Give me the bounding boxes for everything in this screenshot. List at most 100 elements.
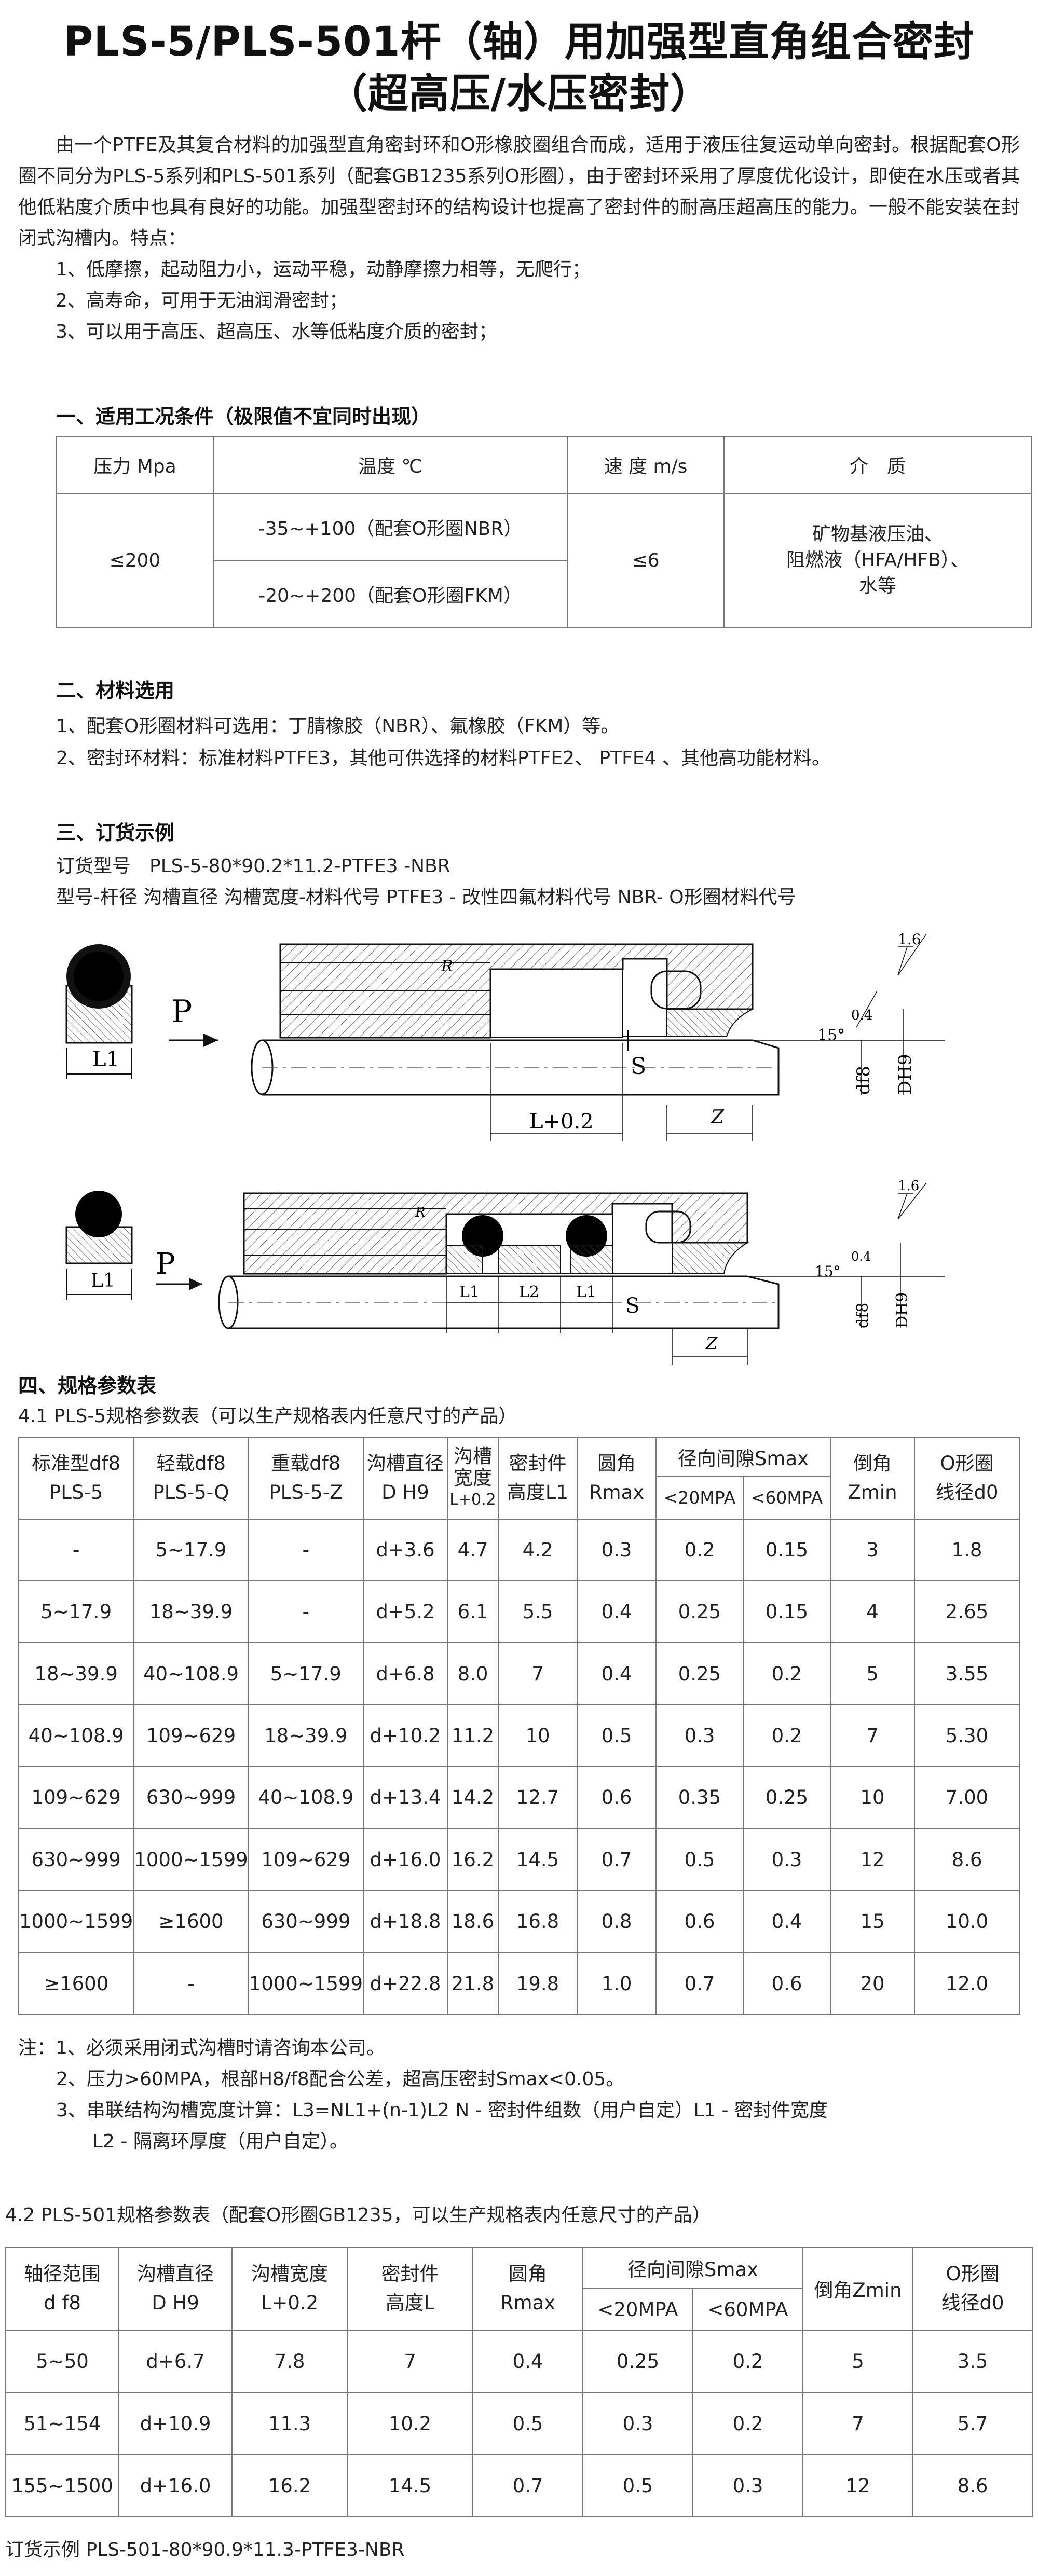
table2-caption: 4.2 PLS-501规格参数表（配套O形圈GB1235，可以生产规格表内任意尺… bbox=[5, 2205, 711, 2226]
label-rough-1: 1.6 bbox=[898, 931, 921, 948]
table-header: 倒角Zmin bbox=[802, 2247, 913, 2331]
label-l1: L1 bbox=[91, 1270, 115, 1291]
label-dh9: DH9 bbox=[895, 1054, 916, 1095]
table-cell: d+10.9 bbox=[118, 2392, 233, 2455]
table-cell: d+3.6 bbox=[362, 1518, 448, 1581]
table-cell: 12 bbox=[802, 2454, 913, 2517]
table-cell: ≥1600 bbox=[18, 1952, 134, 2016]
table-cell: 0.25 bbox=[582, 2330, 693, 2393]
table-cell: 2.65 bbox=[913, 1580, 1020, 1644]
table-cell: 7.00 bbox=[913, 1766, 1020, 1829]
table-cell: 5 bbox=[802, 2330, 913, 2393]
table-cell: 0.3 bbox=[582, 2392, 693, 2455]
intro-text: 由一个PTFE及其复合材料的加强型直角密封环和O形橡胶圈组合而成，适用于液压往复… bbox=[18, 130, 1020, 348]
table-cell: 10 bbox=[829, 1766, 915, 1829]
table-cell: 0.4 bbox=[742, 1890, 831, 1953]
table-cell: 0.3 bbox=[655, 1704, 744, 1768]
table-cell: 0.2 bbox=[655, 1518, 744, 1581]
table-cell: 3.55 bbox=[913, 1642, 1020, 1705]
label-df8: df8 bbox=[853, 1066, 874, 1095]
table-cell: 0.7 bbox=[472, 2454, 583, 2517]
table-cell: 1.0 bbox=[576, 1952, 657, 2016]
table-cell: 0.5 bbox=[582, 2454, 693, 2517]
section-heading-materials: 二、材料选用 bbox=[56, 679, 175, 702]
medium-line: 矿物基液压油、 bbox=[812, 524, 943, 545]
table-header: 径向间隙Smax bbox=[655, 1437, 831, 1477]
medium-cell: 矿物基液压油、 阻燃液（HFA/HFB）、 水等 bbox=[723, 493, 1032, 628]
order-legend: 型号-杆径 沟槽直径 沟槽宽度-材料代号 PTFE3 - 改性四氟材料代号 NB… bbox=[56, 887, 796, 908]
section-heading-specs: 四、规格参数表 bbox=[18, 1374, 157, 1397]
table-cell: 3.5 bbox=[912, 2330, 1033, 2393]
seal-cross-section: L1 bbox=[65, 944, 133, 1079]
table-cell: 5 bbox=[829, 1642, 915, 1705]
table-cell: 10.2 bbox=[347, 2392, 473, 2455]
label-l1a: L1 bbox=[459, 1283, 480, 1301]
table-cell: 10.0 bbox=[913, 1890, 1020, 1953]
shaft bbox=[251, 1039, 945, 1096]
medium-line: 水等 bbox=[858, 575, 896, 597]
label-rough-2: 0.4 bbox=[851, 1249, 871, 1264]
note-line: 2、压力>60MPA，根部H8/f8配合公差，超高压密封Smax<0.05。 bbox=[56, 2069, 625, 2090]
label-l2: L2 bbox=[519, 1283, 539, 1301]
table-header: <20MPA bbox=[582, 2288, 693, 2331]
table-header: 温度 ℃ bbox=[213, 436, 568, 494]
table-header: 压力 Mpa bbox=[56, 436, 214, 494]
pressure-cell: ≤200 bbox=[56, 493, 214, 628]
table-cell: 14.5 bbox=[497, 1828, 578, 1892]
table-cell: 109~629 bbox=[133, 1704, 249, 1768]
table-cell: d+10.2 bbox=[362, 1704, 448, 1768]
note-line: L2 - 隔离环厚度（用户自定）。 bbox=[92, 2131, 348, 2152]
table-cell: 0.4 bbox=[576, 1580, 657, 1644]
table-cell: d+5.2 bbox=[362, 1580, 448, 1644]
table-cell: d+6.8 bbox=[362, 1642, 448, 1705]
table-cell: 18~39.9 bbox=[248, 1704, 364, 1768]
table-cell: 12.7 bbox=[497, 1766, 578, 1829]
order-code: 订货型号 PLS-5-80*90.2*11.2-PTFE3 -NBR bbox=[56, 856, 450, 877]
table-cell: 0.6 bbox=[742, 1952, 831, 2016]
table-cell: d+18.8 bbox=[362, 1890, 448, 1953]
table-cell: 4.2 bbox=[497, 1518, 578, 1581]
table-cell: 630~999 bbox=[248, 1890, 364, 1953]
table-header: 密封件高度L1 bbox=[497, 1437, 578, 1520]
table-cell: 0.4 bbox=[472, 2330, 583, 2393]
label-df8: df8 bbox=[854, 1303, 872, 1328]
table-header: <60MPA bbox=[742, 1476, 831, 1520]
table-header: 速 度 m/s bbox=[567, 436, 725, 494]
table-cell: 6.1 bbox=[446, 1580, 499, 1644]
label-r: R bbox=[441, 957, 453, 975]
table-cell: 0.7 bbox=[655, 1952, 744, 2016]
table-cell: 12.0 bbox=[913, 1952, 1020, 2016]
table-header: 径向间隙Smax bbox=[582, 2247, 803, 2289]
table-cell: 7 bbox=[829, 1704, 915, 1768]
speed-cell: ≤6 bbox=[567, 493, 725, 628]
table-cell: 0.25 bbox=[742, 1766, 831, 1829]
page-title: PLS-5/PLS-501杆（轴）用加强型直角组合密封 bbox=[63, 19, 975, 65]
table-cell: 18~39.9 bbox=[18, 1642, 134, 1705]
material-line: 1、配套O形圈材料可选用：丁腈橡胶（NBR）、氟橡胶（FKM）等。 bbox=[56, 715, 620, 737]
label-r: R bbox=[415, 1205, 426, 1220]
table-cell: 0.5 bbox=[576, 1704, 657, 1768]
section-heading-order: 三、订货示例 bbox=[56, 821, 175, 844]
table-cell: 7 bbox=[497, 1642, 578, 1705]
table-cell: 5.5 bbox=[497, 1580, 578, 1644]
label-s: S bbox=[625, 1294, 639, 1318]
table-cell: d+13.4 bbox=[362, 1766, 448, 1829]
table-cell: 155~1500 bbox=[5, 2454, 119, 2517]
table-cell: 16.2 bbox=[231, 2454, 348, 2517]
temp-cell: -35~+100（配套O形圈NBR） bbox=[213, 493, 568, 561]
table-cell: 14.5 bbox=[347, 2454, 473, 2517]
label-z: Z bbox=[711, 1107, 725, 1128]
table-cell: 0.6 bbox=[576, 1766, 657, 1829]
table-header: <60MPA bbox=[692, 2288, 803, 2331]
table-cell: 19.8 bbox=[497, 1952, 578, 2016]
label-s: S bbox=[631, 1053, 646, 1080]
